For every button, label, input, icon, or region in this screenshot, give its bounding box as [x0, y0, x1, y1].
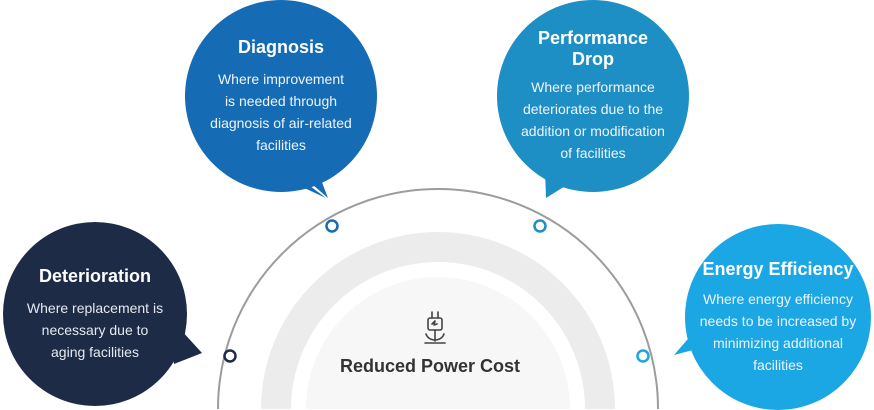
performance-drop-desc: Where performance deteriorates due to th…	[521, 76, 665, 164]
deterioration-title: Deterioration	[38, 265, 152, 286]
inner-band	[261, 232, 615, 409]
center-label: Reduced Power Cost	[339, 356, 521, 376]
diagnosis-desc: Where improvement is needed through diag…	[210, 68, 352, 156]
desc-line: aging facilities	[51, 343, 139, 360]
desc-line: minimizing additional	[713, 334, 843, 351]
title-line: Performance	[537, 28, 649, 48]
desc-line: is needed through	[224, 92, 338, 109]
desc-line: Where improvement	[217, 70, 345, 87]
dot-deterioration	[223, 349, 237, 363]
dot-energy	[636, 349, 650, 363]
energy-efficiency-bubble: Energy Efficiency Where energy efficienc…	[685, 224, 871, 410]
energy-efficiency-title: Energy Efficiency	[702, 258, 854, 279]
diagnosis-title: Diagnosis	[237, 36, 325, 57]
dot-performance	[533, 219, 547, 233]
desc-line: needs to be increased by	[699, 312, 857, 329]
plug-icon	[424, 311, 446, 344]
deterioration-bubble: Deterioration Where replacement is neces…	[3, 222, 187, 406]
performance-drop-title: Performance Drop	[538, 28, 648, 70]
outer-arc	[217, 188, 659, 409]
desc-line: Where replacement is	[26, 299, 164, 316]
title-line: Drop	[572, 49, 614, 69]
desc-line: deteriorates due to the	[522, 101, 664, 117]
energy-efficiency-desc: Where energy efficiency needs to be incr…	[700, 288, 856, 376]
desc-line: Where energy efficiency	[703, 290, 853, 307]
desc-line: addition or modification	[521, 123, 665, 139]
deterioration-desc: Where replacement is necessary due to ag…	[27, 297, 163, 363]
desc-line: necessary due to	[41, 321, 149, 338]
performance-drop-bubble: Performance Drop Where performance deter…	[497, 0, 689, 192]
desc-line: facilities	[753, 356, 803, 373]
desc-line: Where performance	[531, 79, 655, 95]
diagnosis-bubble: Diagnosis Where improvement is needed th…	[185, 0, 377, 192]
dot-diagnosis	[325, 219, 339, 233]
desc-line: of facilities	[560, 145, 626, 161]
desc-line: facilities	[256, 136, 306, 153]
desc-line: diagnosis of air-related	[210, 114, 352, 131]
